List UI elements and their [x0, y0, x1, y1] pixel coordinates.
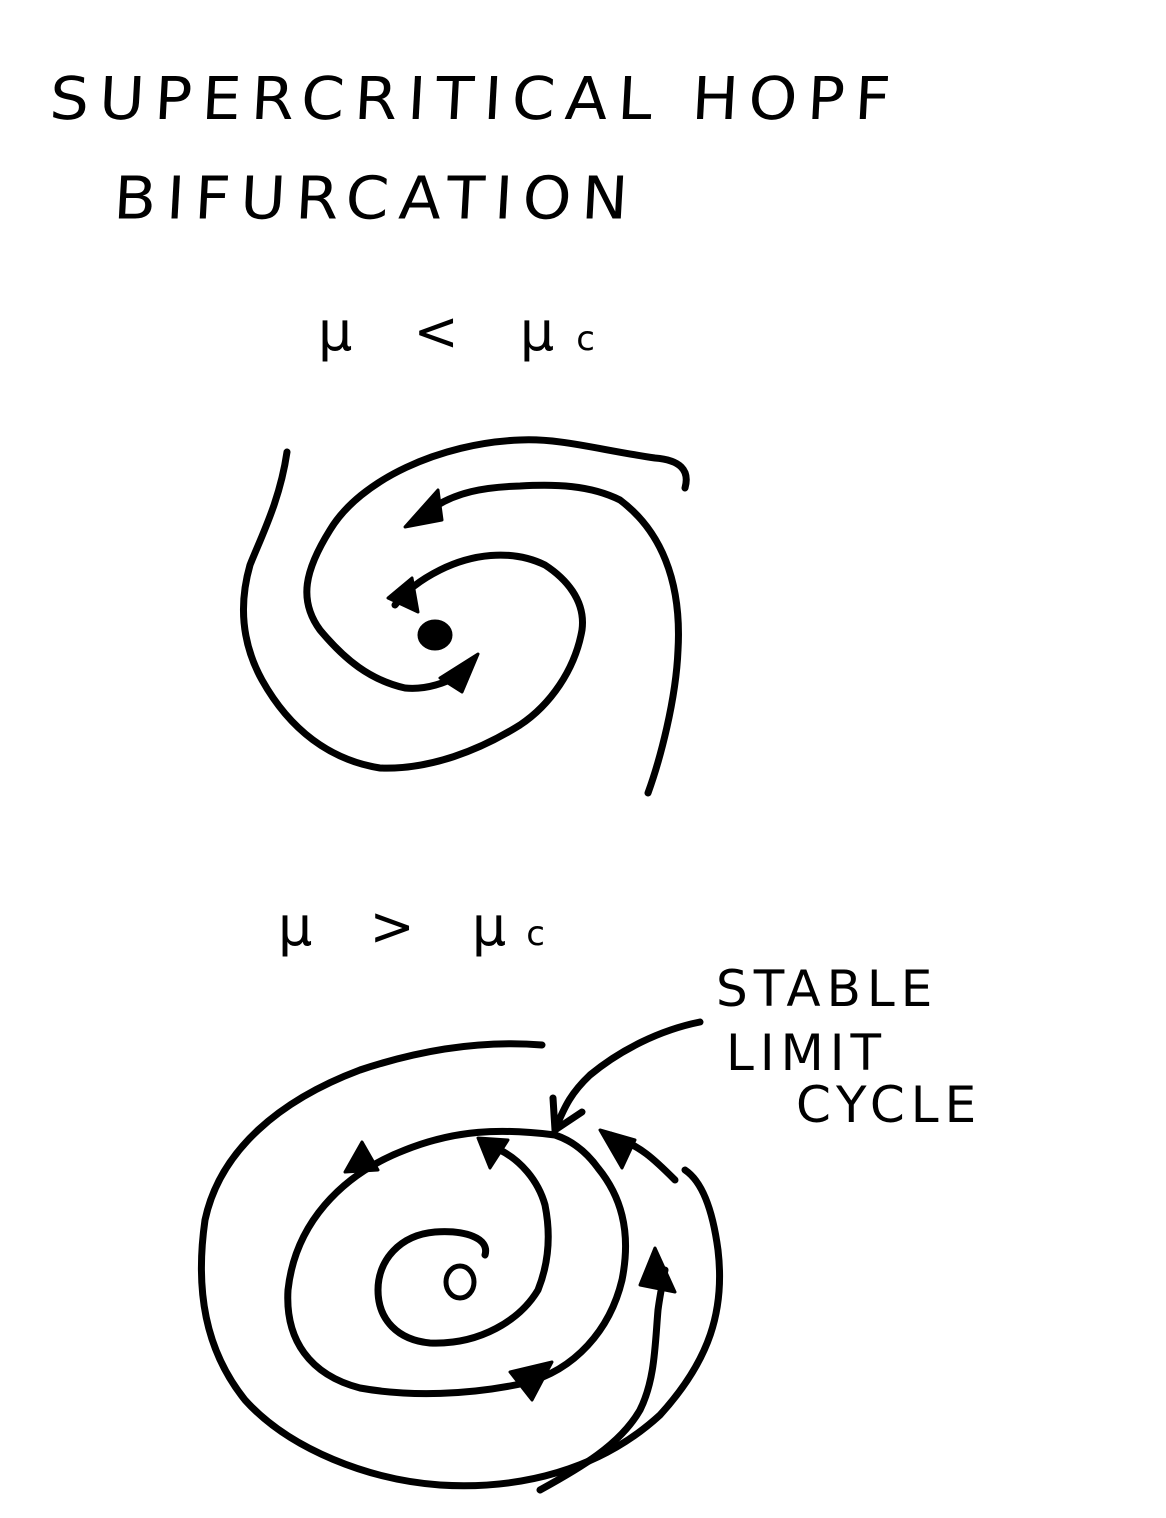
arrowhead-top [403, 488, 444, 529]
condition-mu-greater-text: μ > μ [278, 895, 527, 958]
unstable-fixed-point [443, 1263, 477, 1301]
stable-limit-cycle-pointer [551, 1018, 704, 1134]
pointer-arrowhead [549, 1094, 586, 1134]
outer-trajectory [197, 1040, 724, 1490]
spiral-inner-arc [426, 481, 682, 797]
inner-spiral [374, 1146, 552, 1347]
limit-cycle-diagram [197, 1018, 724, 1494]
condition-mu-less-than-muc: μ < μc [318, 300, 595, 363]
annotation-cycle: CYCLE [796, 1076, 983, 1134]
arrowhead-outer-approach [598, 1128, 637, 1170]
arrowhead-limit-cycle-top [343, 1140, 380, 1174]
condition-subscript-c: c [526, 914, 545, 954]
arrowhead-inner-spiral-top [476, 1136, 510, 1170]
annotation-limit: LIMIT [726, 1024, 888, 1082]
spiral-outer-left-branch [240, 448, 586, 772]
arrowhead-bottom [438, 652, 480, 694]
condition-mu-greater-than-muc: μ > μc [278, 895, 545, 958]
arrowhead-left [386, 576, 420, 614]
spiral-outer-right-branch [303, 436, 690, 692]
annotation-stable: STABLE [716, 960, 939, 1018]
arrowhead-inner-approach [638, 1246, 677, 1294]
condition-subscript-c: c [576, 319, 595, 359]
limit-cycle-orbit [284, 1127, 630, 1398]
condition-mu-less-text: μ < μ [318, 300, 577, 363]
stable-spiral-diagram [240, 436, 690, 797]
arrowhead-limit-cycle-bottom [508, 1360, 554, 1402]
fixed-point-stable [417, 619, 453, 651]
inner-approach-trajectory [536, 1266, 669, 1494]
